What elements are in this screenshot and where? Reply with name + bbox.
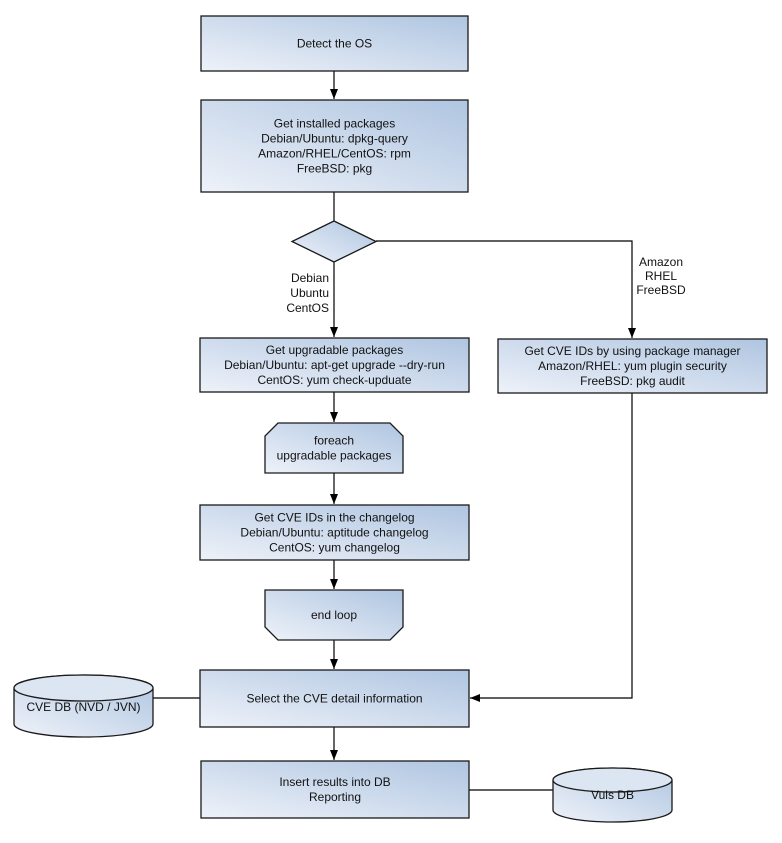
upgradable-line-3: CentOS: yum check-upduate <box>257 373 411 387</box>
cve-db-rim <box>13 674 154 702</box>
edge-cve-pkg-manager-to-select <box>470 393 633 702</box>
installed-line-3: Amazon/RHEL/CentOS: rpm <box>258 147 411 161</box>
node-vuls-db-cylinder: Vuls DB <box>552 767 673 823</box>
end-loop-label: end loop <box>311 608 357 622</box>
upgradable-line-2: Debian/Ubuntu: apt-get upgrade --dry-run <box>224 358 445 372</box>
installed-line-4: FreeBSD: pkg <box>297 162 372 176</box>
node-upgradable-packages: Get upgradable packages Debian/Ubuntu: a… <box>199 337 470 393</box>
insert-line-1: Insert results into DB <box>279 775 390 789</box>
right-branch-line-1: Amazon <box>639 255 683 269</box>
cve-pkg-line-1: Get CVE IDs by using package manager <box>524 344 740 358</box>
left-branch-line-3: CentOS <box>286 301 329 315</box>
node-insert-results: Insert results into DB Reporting <box>200 760 470 819</box>
edge-decision-to-cve-pkg-manager <box>376 240 636 338</box>
foreach-line-2: upgradable packages <box>277 449 392 463</box>
cve-pkg-line-3: FreeBSD: pkg audit <box>580 374 685 388</box>
cve-pkg-line-2: Amazon/RHEL: yum plugin security <box>538 359 727 373</box>
detect-os-label: Detect the OS <box>297 37 372 51</box>
installed-line-2: Debian/Ubuntu: dpkg-query <box>261 132 408 146</box>
changelog-line-2: Debian/Ubuntu: aptitude changelog <box>240 526 428 540</box>
edge-label-left-branch: Debian Ubuntu CentOS <box>286 271 329 315</box>
upgradable-line-1: Get upgradable packages <box>266 343 403 357</box>
right-branch-line-3: FreeBSD <box>636 283 686 297</box>
node-foreach-loop-start: foreach upgradable packages <box>264 422 404 474</box>
changelog-line-1: Get CVE IDs in the changelog <box>254 511 414 525</box>
changelog-line-3: CentOS: yum changelog <box>269 541 400 555</box>
foreach-line-1: foreach <box>314 434 354 448</box>
node-end-loop: end loop <box>264 589 404 641</box>
right-branch-line-2: RHEL <box>645 269 677 283</box>
node-cve-db-cylinder: CVE DB (NVD / JVN) <box>13 674 154 738</box>
left-branch-line-2: Ubuntu <box>290 286 329 300</box>
left-branch-line-1: Debian <box>291 271 329 285</box>
node-select-cve-detail: Select the CVE detail information <box>199 669 470 728</box>
cve-db-label: CVE DB (NVD / JVN) <box>26 700 140 714</box>
node-os-decision-diamond <box>290 220 378 263</box>
node-installed-packages: Get installed packages Debian/Ubuntu: dp… <box>200 99 469 193</box>
node-detect-os: Detect the OS <box>200 15 469 72</box>
select-cve-label: Select the CVE detail information <box>246 692 422 706</box>
edge-label-right-branch: Amazon RHEL FreeBSD <box>636 255 686 297</box>
installed-line-1: Get installed packages <box>274 117 395 131</box>
vuls-db-label: Vuls DB <box>591 788 634 802</box>
vuls-db-rim <box>552 767 673 793</box>
node-cve-by-package-manager: Get CVE IDs by using package manager Ama… <box>497 338 768 394</box>
node-cve-in-changelog: Get CVE IDs in the changelog Debian/Ubun… <box>199 504 470 561</box>
insert-line-2: Reporting <box>309 790 361 804</box>
